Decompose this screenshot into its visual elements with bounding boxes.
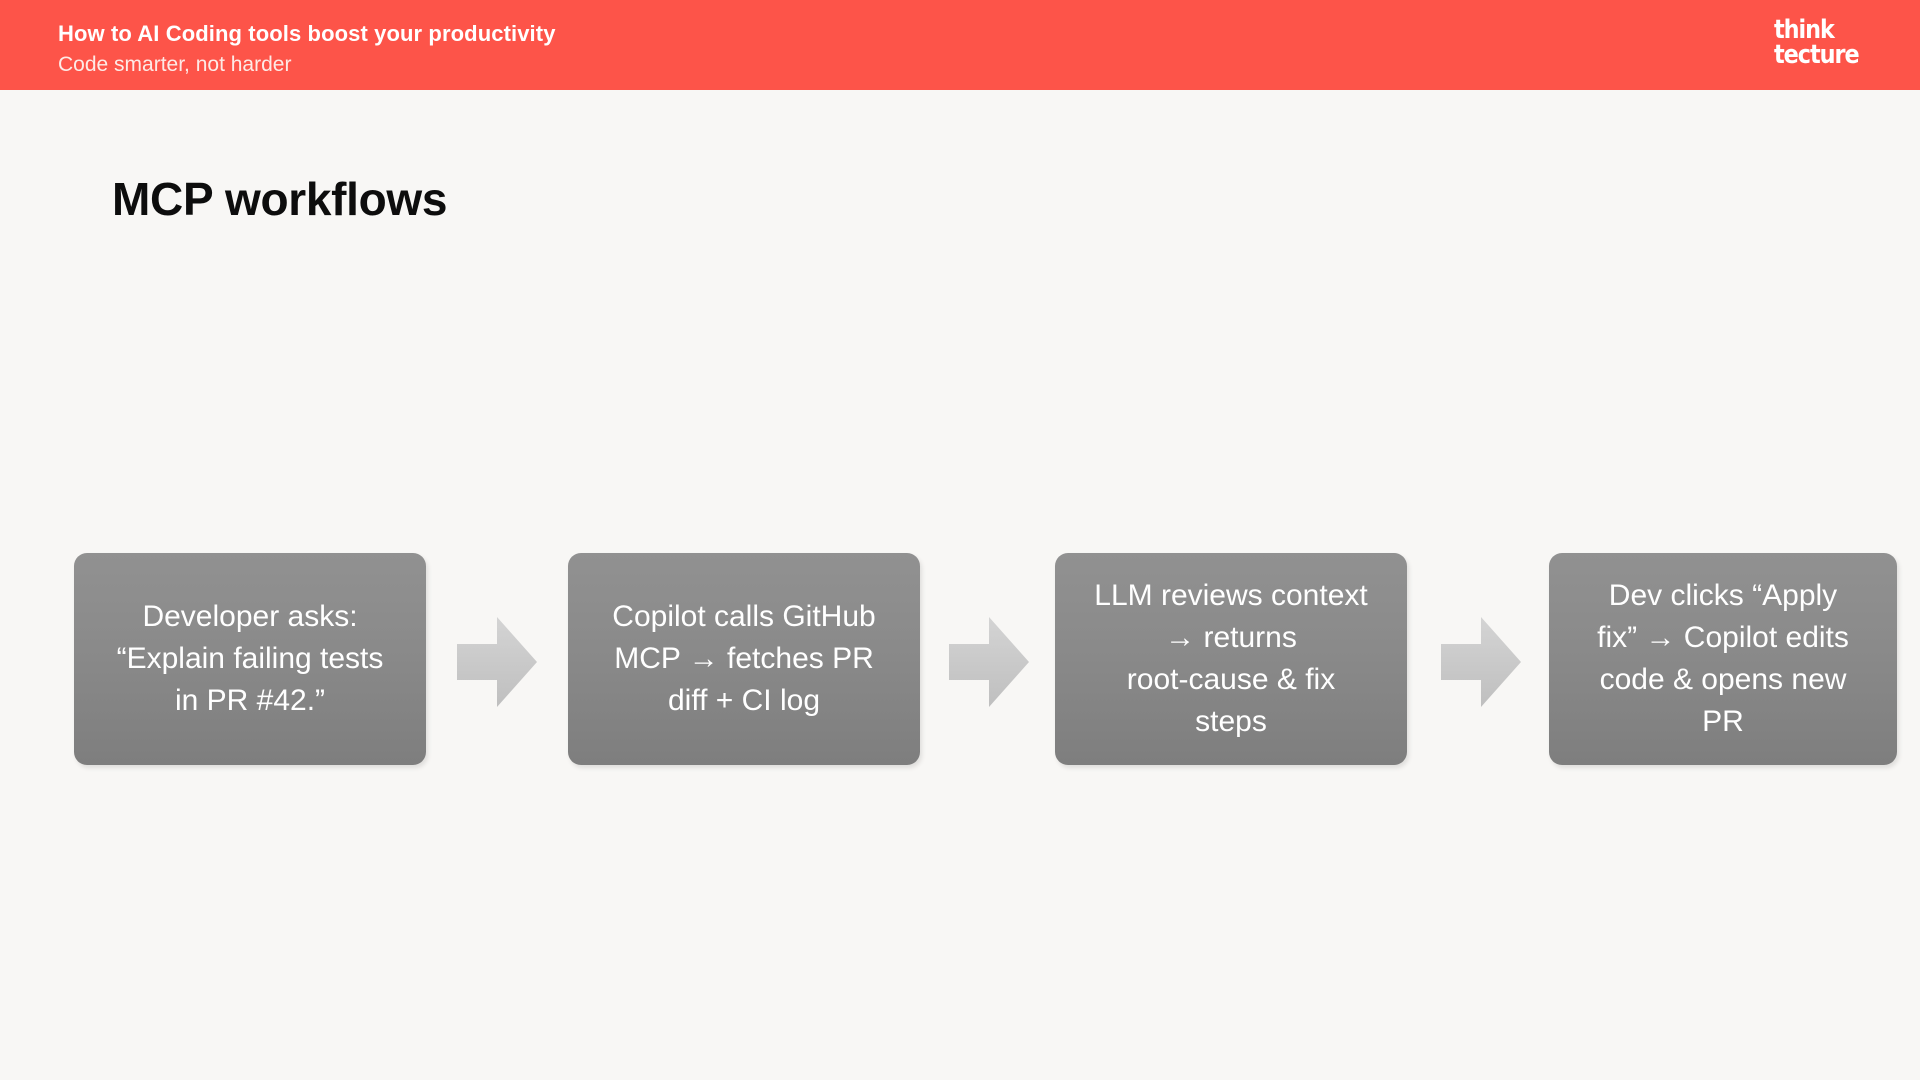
thinktecture-logo: think tecture	[1773, 15, 1872, 70]
header-text-block: How to AI Coding tools boost your produc…	[58, 20, 556, 79]
header-subtitle: Code smarter, not harder	[58, 53, 292, 76]
flow-step-3-label: LLM reviews context → returns root-cause…	[1094, 579, 1368, 738]
page-title: MCP workflows	[112, 173, 448, 225]
arrow-right-icon	[949, 617, 1029, 707]
arrow-right-icon	[457, 617, 537, 707]
logo-line-think: think	[1773, 15, 1835, 45]
flow-step-2-label: Copilot calls GitHub MCP → fetches PR di…	[612, 600, 876, 717]
logo-line-tecture: tecture	[1773, 40, 1860, 70]
header-title: How to AI Coding tools boost your produc…	[58, 21, 556, 46]
flow-step-1: Developer asks: “Explain failing tests i…	[74, 553, 426, 765]
flow-step-2: Copilot calls GitHub MCP → fetches PR di…	[568, 553, 920, 765]
flow-step-4-label: Dev clicks “Apply fix” → Copilot edits c…	[1597, 579, 1849, 738]
slide-header-bar: How to AI Coding tools boost your produc…	[0, 0, 1920, 90]
flow-step-4: Dev clicks “Apply fix” → Copilot edits c…	[1549, 553, 1897, 765]
flow-step-1-label: Developer asks: “Explain failing tests i…	[116, 600, 384, 717]
arrow-right-icon	[1441, 617, 1521, 707]
flow-step-3: LLM reviews context → returns root-cause…	[1055, 553, 1407, 765]
